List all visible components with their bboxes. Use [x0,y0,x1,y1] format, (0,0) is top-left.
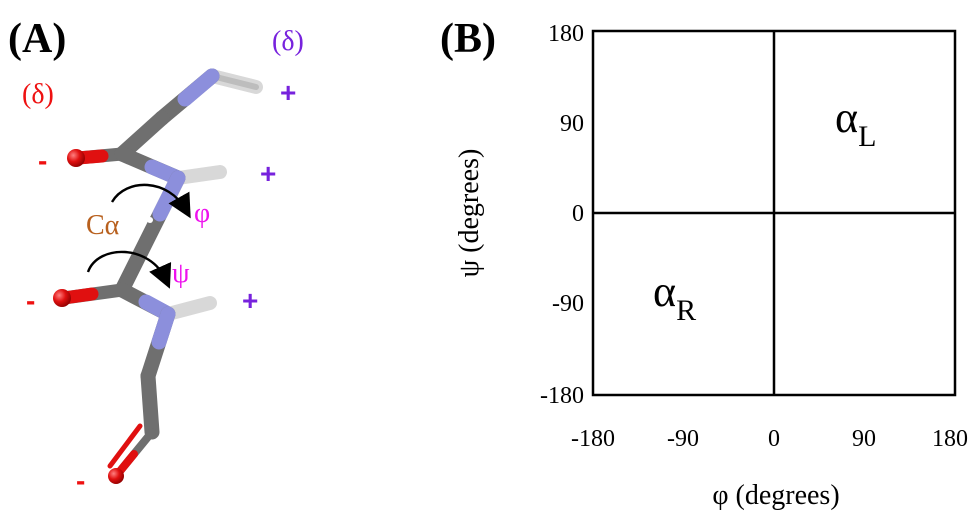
phi-label: φ [194,198,210,229]
positive-charge-low: + [242,285,258,316]
bond-n-top-color [177,68,220,107]
delta-label-positive: (δ) [272,26,304,57]
psi-rotation-arrow [86,250,172,289]
x-tick-label: 180 [932,426,968,452]
y-tick-label: -90 [552,291,584,317]
x-tick-label: 0 [768,426,780,452]
panel-b-label: (B) [440,16,496,62]
x-axis-title: φ (degrees) [712,480,839,511]
x-tick-labels: -180 -90 0 90 180 [571,426,968,452]
oxygen-atom-terminal [108,468,124,484]
alpha-r-symbol: α [653,267,676,316]
alpha-l-symbol: α [835,93,858,142]
bond-c-c-lower [140,368,160,440]
psi-label: ψ [172,258,190,289]
bond-n-h-top-shade [209,73,259,90]
panel-a-label: (A) [8,16,66,62]
delta-label-negative: (δ) [22,79,54,110]
negative-charge-terminal: - [76,465,85,496]
alpha-r-region-label: αR [653,267,696,327]
y-axis-title: ψ (degrees) [454,149,485,278]
y-tick-labels: 180 90 0 -90 -180 [540,21,584,409]
oxygen-atom-mid [53,289,71,307]
y-tick-label: 90 [560,111,584,137]
x-tick-label: -180 [571,426,615,452]
panel-a: (A) (δ) (δ) [8,16,304,496]
panel-b: (B) 180 90 0 -90 -180 -180 -90 0 90 180 … [440,16,968,511]
positive-charge-top: + [280,77,296,108]
alpha-l-subscript: L [858,120,876,153]
bond-n-c-lower-color [151,306,176,350]
bond-c-c-top [114,110,170,162]
bond-terminal-co-2 [107,423,143,469]
calpha-label: Cα [86,210,120,241]
negative-charge-mid: - [26,285,35,316]
positive-charge-mid: + [260,158,276,189]
negative-charge-top: - [38,145,47,176]
peptide-stick-model [57,68,263,480]
oxygen-atom-top [67,149,85,167]
y-tick-label: -180 [540,383,584,409]
calpha-highlight [147,217,153,223]
x-tick-label: 90 [852,426,876,452]
y-tick-label: 0 [572,201,584,227]
x-tick-label: -90 [667,426,699,452]
alpha-l-region-label: αL [835,93,876,153]
phi-rotation-arrow [110,183,191,219]
alpha-r-subscript: R [676,294,696,327]
y-tick-label: 180 [548,21,584,47]
